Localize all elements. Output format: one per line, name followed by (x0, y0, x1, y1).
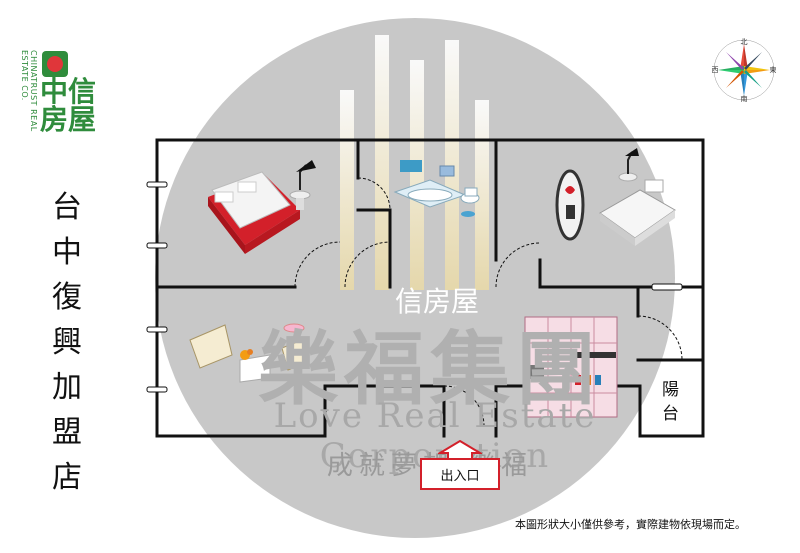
balcony-label-char: 陽 (662, 380, 681, 400)
sofa-set-icon (189, 323, 307, 383)
disclaimer-note: 本圖形狀大小僅供參考，實際建物依現場而定。 (515, 518, 746, 531)
kitchen-icon (524, 316, 618, 418)
watermark-brand: 信房屋 (395, 285, 480, 318)
store-name-char: 台 (52, 190, 82, 225)
brand-english-name: CHINATRUST REAL ESTATE CO. (20, 50, 38, 132)
store-name-char: 店 (52, 460, 82, 495)
balcony-label: 陽 台 (662, 378, 681, 426)
double-bed-icon (208, 160, 316, 254)
bathroom-fixtures-icon (393, 160, 480, 217)
compass-w: 西 (712, 66, 719, 74)
store-name: 台 中 復 興 加 盟 店 (48, 185, 86, 500)
shoe-mirror-icon (555, 169, 585, 241)
entrance-label: 出入口 (420, 458, 500, 490)
brand-logo-icon (42, 51, 68, 77)
balcony-label-char: 台 (662, 404, 681, 424)
store-name-char: 中 (52, 235, 82, 270)
watermark-title: 樂福集團 (258, 322, 602, 416)
store-name-char: 興 (52, 325, 82, 360)
store-name-char: 復 (52, 280, 82, 315)
compass-e: 東 (770, 65, 777, 74)
store-name-char: 加 (52, 370, 82, 405)
single-bed-icon (599, 148, 676, 246)
compass-n: 北 (741, 38, 748, 46)
store-name-char: 盟 (52, 415, 82, 450)
compass-rose-icon: 北 南 東 西 (712, 38, 776, 102)
compass-s: 南 (741, 94, 748, 102)
brand-chinese-name: 中信房屋 (40, 75, 97, 136)
watermark-towers (330, 30, 490, 290)
